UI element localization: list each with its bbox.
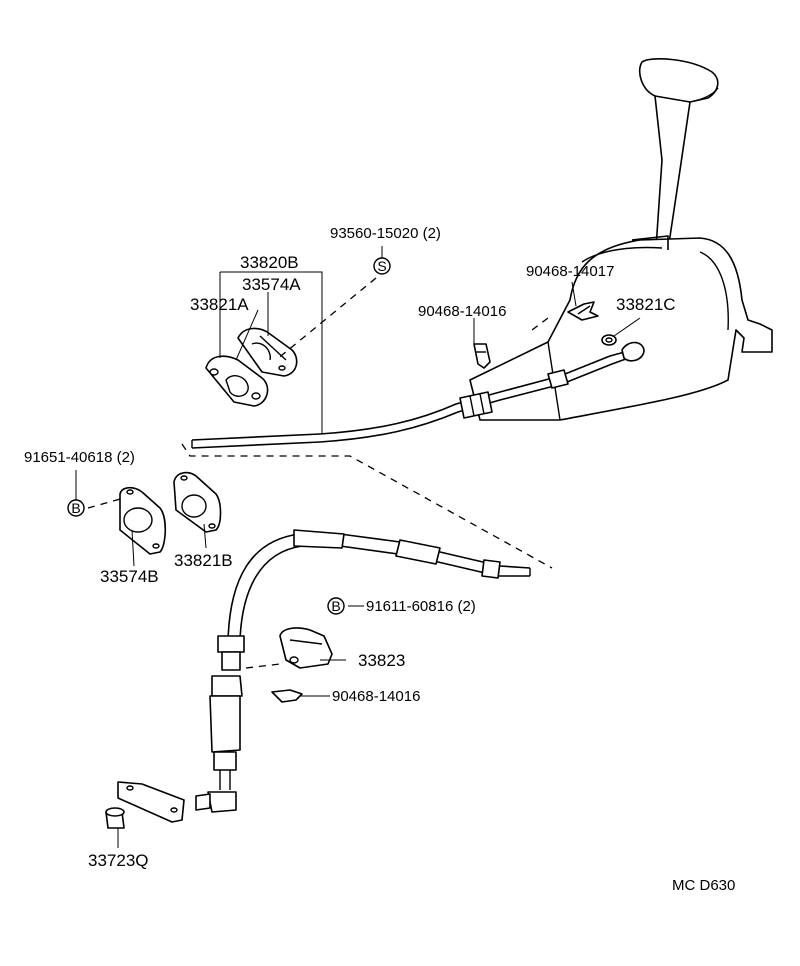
marker-b-left-text: B [71,500,80,516]
bracket-33821A [205,355,269,407]
marker-b-left: B [67,499,85,517]
clip-90468-14017 [567,301,599,321]
label-91611-60816: 91611-60816 (2) [366,598,476,615]
retainer-33574B [119,486,167,555]
label-93560-15020: 93560-15020 (2) [330,225,441,242]
label-33574A: 33574A [242,275,301,294]
dashed-reference-lines [87,277,553,669]
label-33574B: 33574B [100,567,159,586]
clip-90468-14016-bottom [271,689,303,703]
marker-b-right-text: B [331,598,340,614]
marker-s: S [373,257,391,275]
shift-lever-assembly [469,58,773,421]
label-33821C: 33821C [616,295,676,314]
leader-lines [75,246,641,848]
diagram-code: MC D630 [672,877,735,894]
label-90468-14016-top: 90468-14016 [418,303,506,320]
retainer-33574A [237,327,298,377]
bolt-33723Q [105,807,125,829]
label-33821A: 33821A [190,295,249,314]
label-90468-14017: 90468-14017 [526,263,614,280]
label-90468-14016-bottom: 90468-14016 [332,688,420,705]
label-91651-40618: 91651-40618 (2) [24,449,135,466]
shift-cable [191,341,645,449]
label-33723Q: 33723Q [88,851,149,870]
label-33820B: 33820B [240,253,299,272]
washer-33821C [601,334,617,346]
shift-cable-lower [195,529,531,813]
label-33823: 33823 [358,651,405,670]
bracket-33823 [279,627,333,669]
label-33821B: 33821B [174,551,233,570]
cable-bracket [117,781,185,823]
bracket-33821B [173,471,222,533]
clip-90468-14016-top [473,343,491,369]
marker-b-right: B [327,597,345,615]
marker-s-text: S [377,258,386,274]
